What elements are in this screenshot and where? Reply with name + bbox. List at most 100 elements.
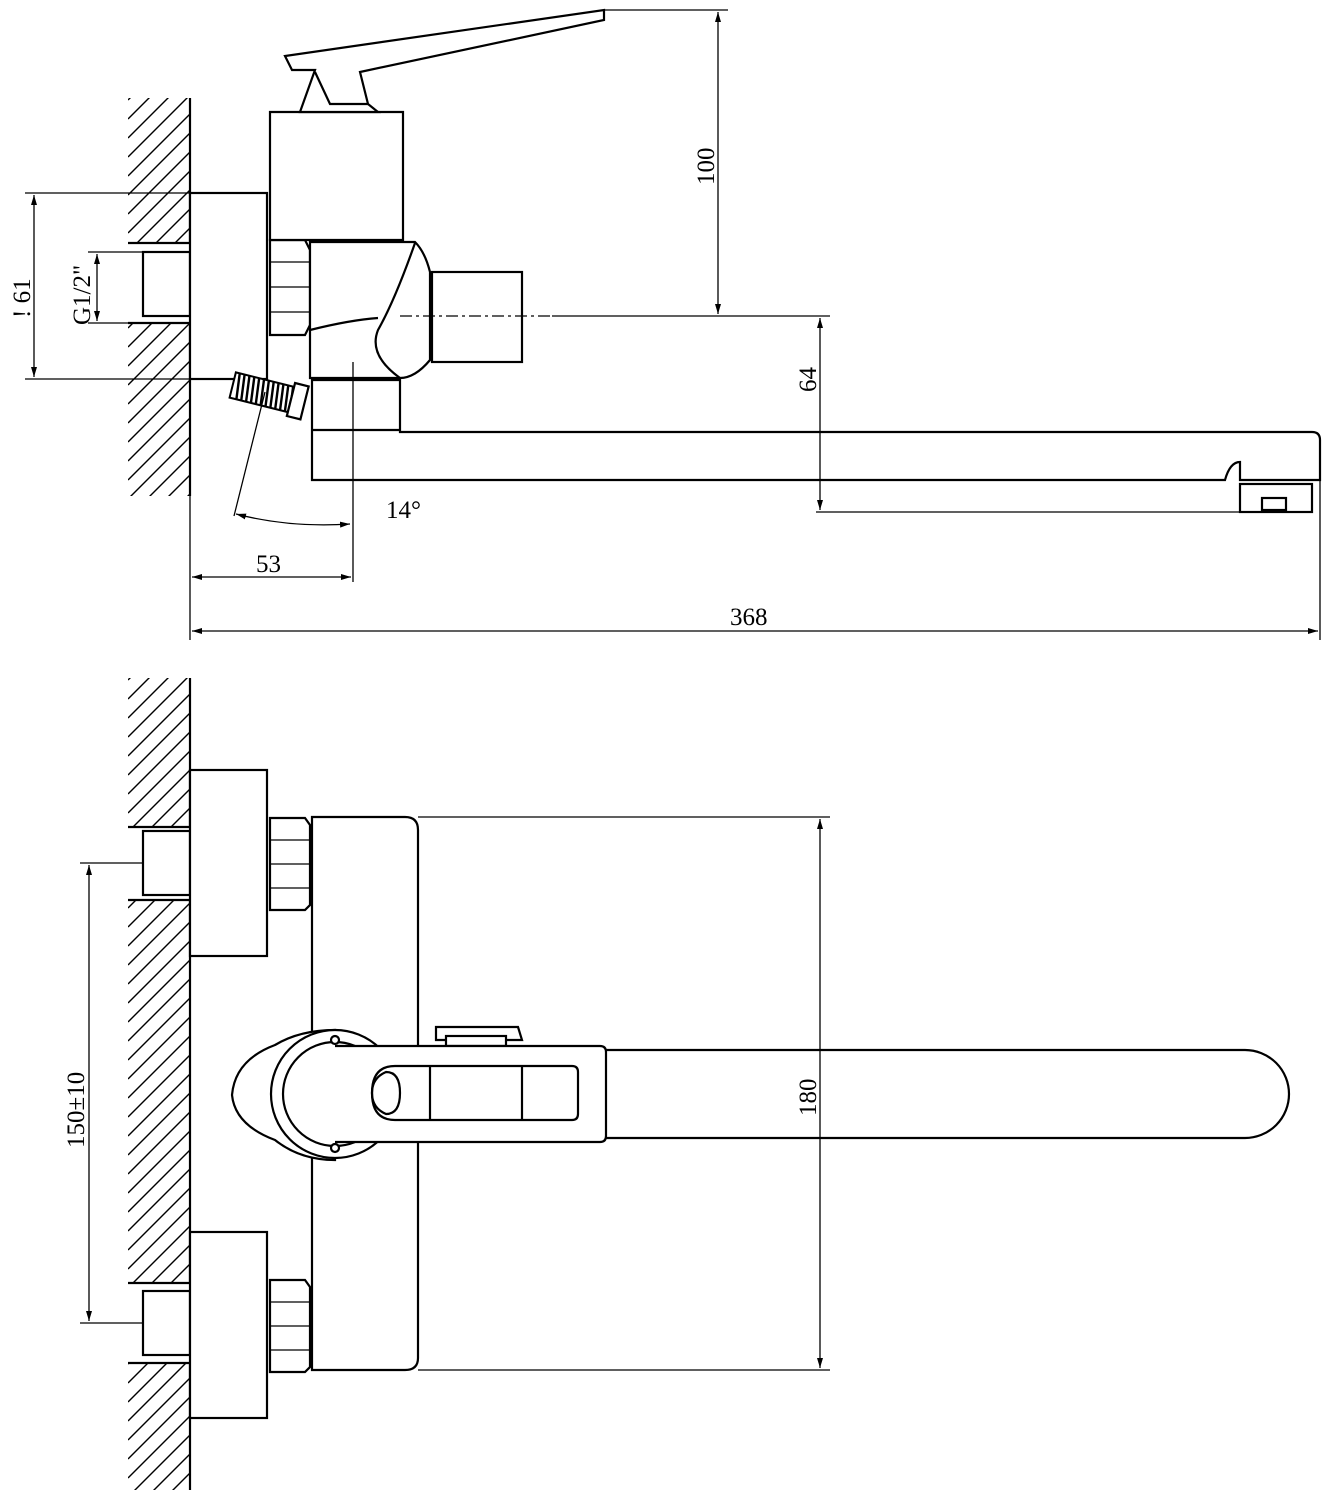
- hatch-line: [128, 1225, 190, 1289]
- hatch-line: [128, 379, 190, 443]
- dimension-150: 150±10: [63, 862, 143, 1324]
- lever-handle: [283, 8, 606, 114]
- hatch-line: [128, 1016, 190, 1080]
- hatch-line: [128, 693, 190, 757]
- thread-line: [244, 375, 251, 402]
- hatch-line: [128, 189, 190, 253]
- hatch-line: [128, 769, 190, 833]
- spout-base: [310, 378, 1322, 482]
- lower-inlet: [128, 1230, 312, 1420]
- top-view: 180 150±10: [63, 678, 1291, 1500]
- body-height-label: 180: [795, 1079, 822, 1117]
- wall-flange: [188, 191, 269, 381]
- hatch-line: [128, 1111, 190, 1175]
- hatch-line: [128, 902, 190, 966]
- wall-inlet-pipe: [128, 241, 192, 325]
- hex-nut: [268, 238, 312, 337]
- hatch-line: [128, 1492, 190, 1500]
- hatch-line: [128, 170, 190, 234]
- total-length-label: 368: [730, 604, 768, 631]
- hatch-line: [134, 1434, 190, 1490]
- hatch-line: [128, 417, 190, 481]
- spout-plan: [598, 1048, 1291, 1140]
- angle-dimension: 14°: [233, 391, 421, 528]
- hatch-line: [128, 678, 131, 681]
- hatch-line: [128, 1396, 190, 1460]
- outlet-label: 64: [795, 367, 822, 393]
- dimension-53: 53: [192, 551, 351, 580]
- hatch-line: [128, 98, 131, 101]
- hatch-line: [128, 1149, 190, 1213]
- hatch-line: [128, 322, 190, 386]
- hatch-line: [128, 98, 188, 158]
- thread-line: [240, 374, 246, 401]
- diverter-button: [434, 1025, 524, 1048]
- hatch-line: [128, 360, 190, 424]
- centers-label: 150±10: [63, 1072, 90, 1148]
- hatch-line: [128, 151, 190, 215]
- hatch-line: [128, 132, 190, 196]
- thread-line: [269, 381, 275, 408]
- hatch-line: [128, 1168, 190, 1232]
- hatch-line: [128, 1073, 190, 1137]
- hatch-line: [130, 436, 190, 496]
- shower-outlet-thread: [228, 371, 310, 421]
- width-label: ! 61: [9, 278, 36, 318]
- angle-label: 14°: [386, 497, 421, 524]
- hatch-line: [128, 1130, 190, 1194]
- hatch-line: [128, 341, 190, 405]
- thread-label: G1/2": [69, 265, 96, 325]
- hatch-line: [172, 1472, 190, 1490]
- hatch-line: [128, 113, 190, 177]
- wall-hatching-bottom: [128, 678, 192, 1500]
- hatch-line: [128, 678, 188, 738]
- hatch-line: [128, 98, 169, 139]
- hatch-line: [128, 1206, 190, 1270]
- dimension-368: 368: [192, 604, 1318, 634]
- thread-line: [235, 373, 241, 400]
- upper-inlet: [128, 768, 312, 958]
- hatch-line: [168, 474, 190, 496]
- depth-label: 53: [256, 551, 281, 578]
- side-view: 14° 100 64 ! 61: [9, 8, 1322, 640]
- body-connector: [308, 240, 432, 380]
- thread-line: [278, 384, 285, 411]
- height-label: 100: [693, 148, 720, 186]
- hatch-line: [128, 1358, 190, 1422]
- hatch-line: [128, 978, 190, 1042]
- dimension-100: 100: [552, 9, 728, 317]
- hatch-line: [128, 921, 190, 985]
- hatch-line: [128, 398, 190, 462]
- hatch-line: [128, 1415, 190, 1479]
- hatch-line: [128, 959, 190, 1023]
- thread-line: [283, 385, 290, 412]
- hatch-line: [128, 1377, 190, 1441]
- thread-line: [249, 376, 256, 404]
- hatch-line: [128, 1092, 190, 1156]
- dimension-64: 64: [728, 315, 1240, 513]
- hatch-line: [128, 940, 190, 1004]
- hatch-line: [153, 1453, 190, 1490]
- hatch-line: [128, 750, 190, 814]
- hatch-line: [128, 513, 190, 575]
- hatch-line: [128, 712, 190, 776]
- hatch-line: [128, 731, 190, 795]
- thread-line: [274, 382, 280, 410]
- thread-line: [264, 380, 271, 407]
- mixer-body: [268, 110, 405, 242]
- hatch-line: [128, 1054, 190, 1118]
- hatch-line: [128, 678, 150, 700]
- dimension-thread: G1/2": [69, 251, 143, 325]
- hatch-line: [187, 493, 190, 496]
- dimension-180: 180: [418, 816, 830, 1371]
- hatch-line: [128, 1035, 190, 1099]
- thread-line: [259, 379, 266, 406]
- thread-line: [254, 378, 261, 405]
- handle-housing: [230, 1028, 608, 1162]
- hatch-line: [128, 1187, 190, 1251]
- hatch-line: [128, 98, 150, 120]
- diverter-box: [430, 270, 524, 364]
- dimension-61: ! 61: [9, 192, 190, 380]
- hatch-line: [128, 997, 190, 1061]
